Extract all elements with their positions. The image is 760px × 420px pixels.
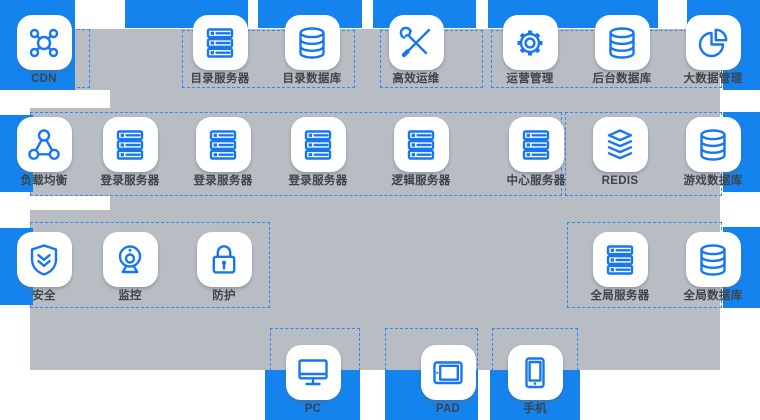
node-login-server-3-tile [290,117,346,172]
ops-tools-icon [399,26,431,57]
node-pc: PC [258,345,368,416]
node-login-server-1: 登录服务器 [75,117,185,188]
server-rack-icon [206,27,234,58]
node-load-balancer-tile [16,117,72,172]
node-backend-database-tile [594,15,650,70]
node-global-database-tile [685,232,741,287]
node-central-server-tile [508,117,564,172]
node-mobile-tile [507,345,563,400]
node-cdn: CDN [0,15,99,86]
pie-chart-icon [698,28,728,57]
server-rack-icon [606,244,634,275]
lock-icon [212,244,236,274]
node-global-server: 全局服务器 [565,232,675,303]
canvas-panel [30,29,720,370]
node-operations-management-label: 运营管理 [506,73,554,85]
node-load-balancer-label: 负载均衡 [20,175,68,187]
node-pc-tile [285,345,341,400]
node-big-data-management-tile [685,15,741,70]
node-redis: REDIS [565,117,675,188]
group-directory [182,30,355,88]
node-redis-label: REDIS [601,175,639,187]
node-game-database: 游戏数据库 [658,117,760,188]
network-hub-icon [29,28,59,57]
node-backend-database: 后台数据库 [567,15,677,86]
node-load-balancer: 负载均衡 [0,117,99,188]
node-global-server-label: 全局服务器 [590,290,650,302]
node-directory-server-label: 目录服务器 [190,73,250,85]
node-efficient-ops-label: 高效运维 [392,73,440,85]
node-backend-database-label: 后台数据库 [592,73,652,85]
node-protection-label: 防护 [212,290,236,302]
node-operations-management-tile [502,15,558,70]
node-security-label: 安全 [32,290,56,302]
node-pad-tile [420,345,476,400]
node-login-server-1-label: 登录服务器 [100,175,160,187]
node-directory-database-tile [284,15,340,70]
redis-stack-icon [607,128,633,159]
server-rack-icon [304,129,332,160]
shield-icon [30,243,58,276]
server-rack-icon [522,129,550,160]
node-login-server-3: 登录服务器 [263,117,373,188]
node-central-server: 中心服务器 [481,117,591,188]
node-security-tile [16,232,72,287]
node-protection: 防护 [169,232,279,303]
node-operations-management: 运营管理 [475,15,585,86]
node-login-server-2-tile [195,117,251,172]
server-rack-icon [209,129,237,160]
node-big-data-management-label: 大数据管理 [683,73,743,85]
phone-icon [525,356,545,388]
webcam-icon [118,244,142,273]
node-redis-tile [592,117,648,172]
node-login-server-1-tile [102,117,158,172]
node-pc-label: PC [304,403,322,415]
node-central-server-label: 中心服务器 [506,175,566,187]
node-security: 安全 [0,232,99,303]
node-directory-database: 目录数据库 [257,15,367,86]
node-efficient-ops: 高效运维 [361,15,471,86]
node-directory-database-label: 目录数据库 [282,73,342,85]
node-directory-server: 目录服务器 [165,15,275,86]
node-protection-tile [196,232,252,287]
left-notch-1 [30,90,110,108]
node-mobile-label: 手机 [523,403,547,415]
node-directory-server-tile [192,15,248,70]
node-game-database-label: 游戏数据库 [683,175,743,187]
node-pad: PAD [393,345,503,416]
node-monitoring-label: 监控 [118,290,142,302]
node-login-server-2: 登录服务器 [168,117,278,188]
node-cdn-tile [16,15,72,70]
database-icon [609,26,635,59]
node-logic-server: 逻辑服务器 [366,117,476,188]
node-login-server-3-label: 登录服务器 [288,175,348,187]
node-mobile: 手机 [480,345,590,416]
node-global-database: 全局数据库 [658,232,760,303]
node-big-data-management: 大数据管理 [658,15,760,86]
node-monitoring-tile [102,232,158,287]
node-game-database-tile [685,117,741,172]
node-triangle-icon [28,128,60,160]
node-logic-server-tile [393,117,449,172]
server-rack-icon [407,129,435,160]
database-icon [700,243,726,276]
left-notch-2 [30,196,110,210]
monitor-icon [298,358,328,385]
gear-icon [517,30,543,55]
node-global-database-label: 全局数据库 [683,290,743,302]
node-efficient-ops-tile [388,15,444,70]
node-login-server-2-label: 登录服务器 [193,175,253,187]
database-icon [299,26,325,59]
node-pad-label: PAD [435,403,461,415]
node-global-server-tile [592,232,648,287]
node-logic-server-label: 逻辑服务器 [391,175,451,187]
database-icon [700,128,726,161]
server-rack-icon [116,129,144,160]
node-cdn-label: CDN [31,73,57,85]
node-monitoring: 监控 [75,232,185,303]
tablet-icon [433,360,463,384]
